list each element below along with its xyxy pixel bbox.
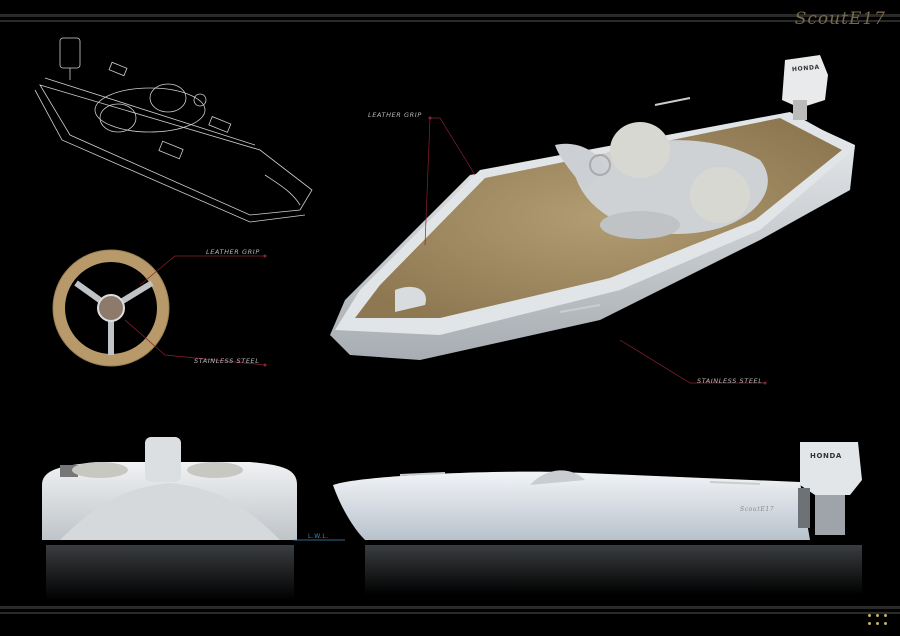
wireframe-boat bbox=[34, 37, 313, 223]
wheel-leather-callout: LEATHER GRIP bbox=[206, 248, 260, 256]
deck-steel-callout: STAINLESS STEEL bbox=[697, 377, 763, 385]
steering-wheel-detail bbox=[52, 249, 170, 367]
callout-lines bbox=[124, 117, 765, 541]
bottom-stripe-2 bbox=[0, 612, 900, 614]
main-boat-3d bbox=[330, 55, 855, 360]
brand-logo: ScoutE17 bbox=[794, 9, 886, 29]
engine-brand-side: HONDA bbox=[810, 452, 842, 460]
hull-script-name: ScoutE17 bbox=[740, 506, 775, 513]
wheel-steel-callout: STAINLESS STEEL bbox=[194, 357, 260, 365]
top-stripe-2 bbox=[0, 20, 900, 22]
side-view-boat bbox=[333, 442, 862, 595]
bottom-stripe-1 bbox=[0, 606, 900, 609]
front-view-boat bbox=[42, 437, 297, 600]
deck-leather-callout: LEATHER GRIP bbox=[368, 111, 422, 119]
top-stripe-1 bbox=[0, 14, 900, 17]
corner-dots-icon bbox=[868, 614, 890, 626]
waterline-label: L.W.L. bbox=[308, 533, 329, 540]
